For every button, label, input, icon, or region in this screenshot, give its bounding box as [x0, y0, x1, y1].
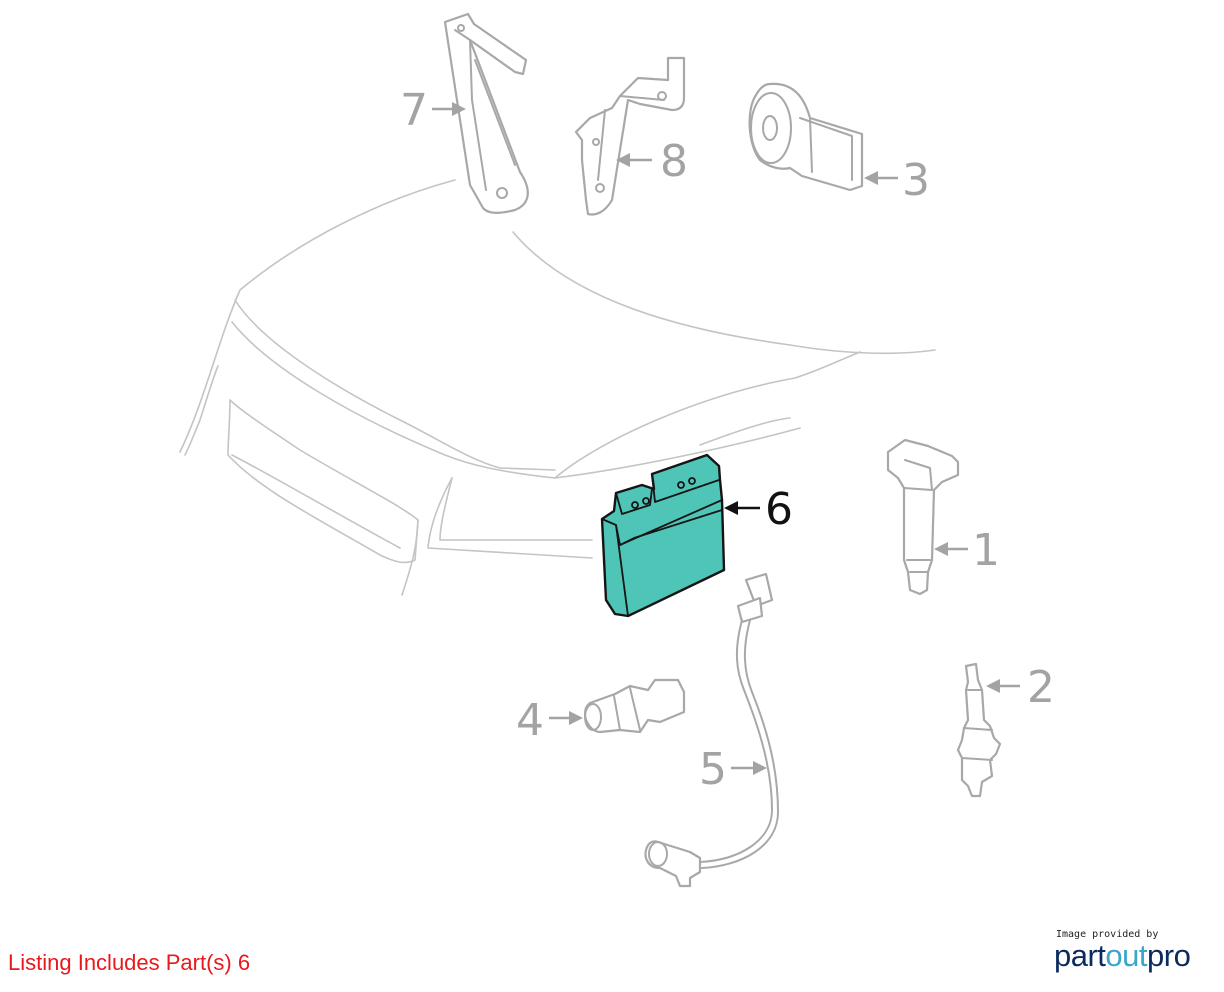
callout-labels: 7 8 3 1 2 4 5 6 — [400, 85, 1055, 795]
part-3-sensor[interactable] — [748, 82, 864, 192]
callout-arrows — [432, 102, 1020, 775]
callout-label-5[interactable]: 5 — [699, 744, 727, 795]
listing-includes-text: Listing Includes Part(s) 6 — [8, 950, 251, 975]
callout-label-7[interactable]: 7 — [400, 85, 428, 136]
part-6-ecu[interactable] — [600, 453, 726, 618]
part-8-bracket[interactable] — [574, 56, 686, 216]
logo-part: part — [1054, 938, 1106, 973]
part-1-ignition-coil[interactable] — [886, 438, 960, 596]
callout-label-1[interactable]: 1 — [972, 525, 1000, 576]
callout-label-3[interactable]: 3 — [902, 155, 930, 206]
part-2-spark-plug[interactable] — [956, 662, 1002, 798]
part-5-wired-sensor[interactable] — [644, 572, 779, 888]
logo-pro: pro — [1147, 938, 1191, 973]
part-4-sensor[interactable] — [583, 678, 686, 734]
callout-label-8[interactable]: 8 — [660, 136, 688, 187]
logo-out: out — [1105, 938, 1148, 973]
car-outline — [179, 179, 936, 596]
callout-label-2[interactable]: 2 — [1027, 662, 1055, 713]
part-7-bracket[interactable] — [443, 12, 529, 214]
partoutpro-logo: partoutpro — [1054, 938, 1191, 974]
callout-label-4[interactable]: 4 — [516, 695, 544, 746]
callout-label-6[interactable]: 6 — [765, 484, 793, 535]
image-credit-text: Image provided by — [1056, 929, 1159, 940]
